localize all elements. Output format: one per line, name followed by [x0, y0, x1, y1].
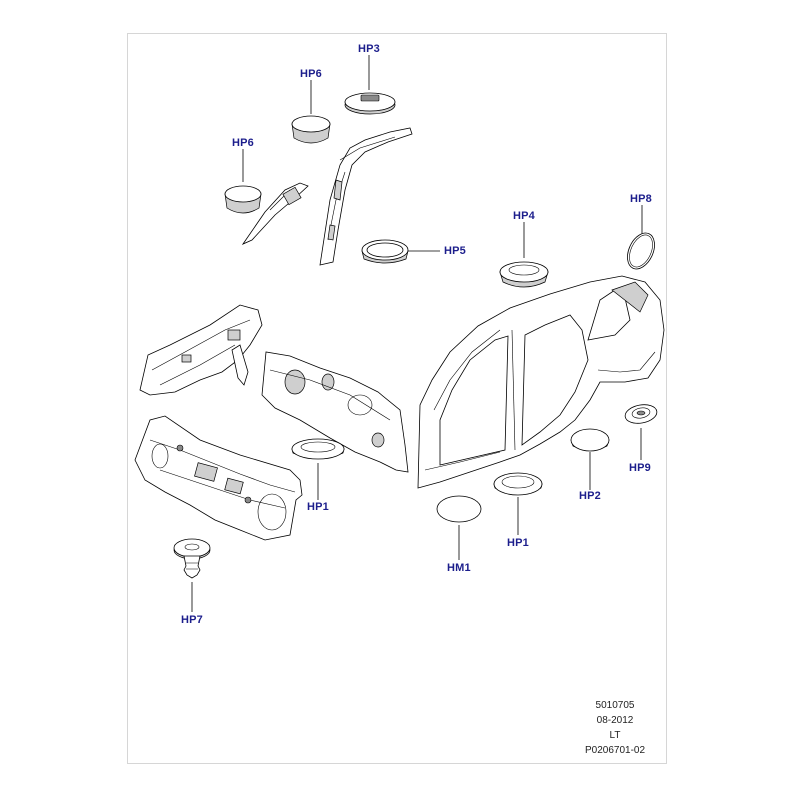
label-hp6-left: HP6 [232, 137, 254, 149]
label-hp5: HP5 [444, 245, 466, 257]
label-hp4: HP4 [513, 210, 535, 222]
footer-ref: P0206701-02 [584, 745, 646, 756]
footer-code: LT [609, 730, 621, 741]
front-inner-wing [139, 304, 263, 396]
footer-number: 5010705 [595, 700, 635, 711]
label-hp6-top: HP6 [300, 68, 322, 80]
hm1-patch [436, 495, 482, 523]
label-hp1-right: HP1 [507, 537, 529, 549]
label-hp2: HP2 [579, 490, 601, 502]
hp5-ring-grommet [361, 239, 409, 264]
hp1-plug-center [291, 438, 345, 460]
label-hm1: HM1 [447, 562, 471, 574]
hp3-grommet [344, 92, 396, 115]
body-side-panel [417, 275, 665, 489]
footer-date: 08-2012 [596, 715, 634, 726]
label-hp8: HP8 [630, 193, 652, 205]
hp4-plug [499, 261, 549, 288]
hp6-plug-top [291, 115, 331, 144]
leader-lines [191, 55, 643, 612]
hp7-push-clip [173, 538, 211, 579]
a-pillar-panels [241, 127, 413, 266]
front-end-carrier [134, 415, 303, 541]
label-hp3: HP3 [358, 43, 380, 55]
hp1-plug-right [493, 472, 543, 496]
label-hp9: HP9 [629, 462, 651, 474]
hp9-grommet [624, 404, 658, 424]
label-hp1-center: HP1 [307, 501, 329, 513]
hp6-plug-left [224, 185, 262, 214]
hp2-plug [570, 428, 610, 452]
dash-panel [261, 351, 409, 473]
hp8-o-ring [627, 232, 655, 270]
label-hp7: HP7 [181, 614, 203, 626]
